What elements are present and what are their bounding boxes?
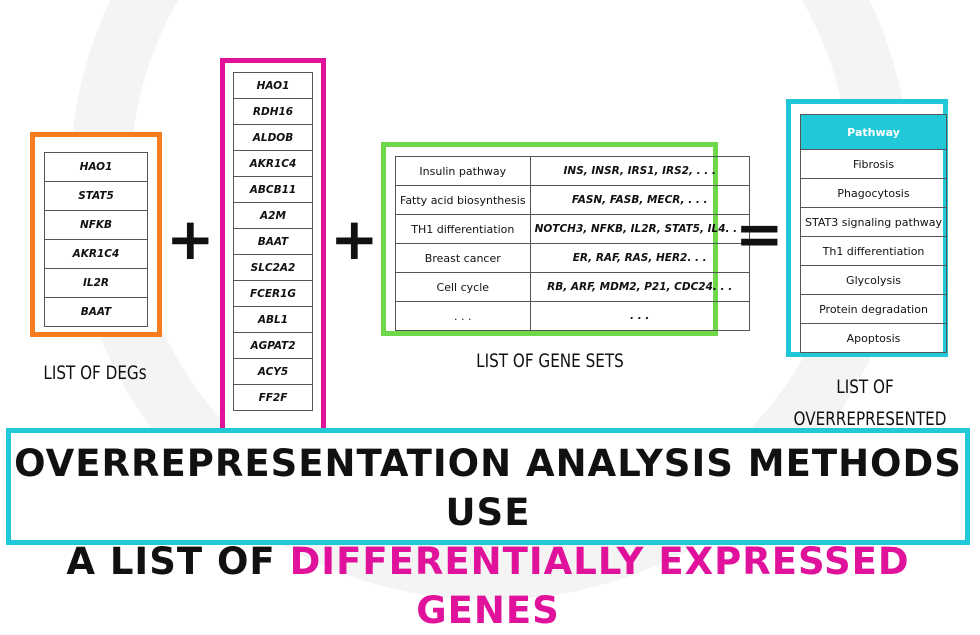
pathway-label-line1: LIST OF xyxy=(836,376,894,398)
table-cell: HAO1 xyxy=(233,72,313,99)
table-cell: . . . xyxy=(529,301,750,331)
table-row: STAT5 xyxy=(44,181,148,211)
table-row: Fibrosis xyxy=(799,149,948,179)
table-cell: Breast cancer xyxy=(395,243,531,273)
table-cell: FF2F xyxy=(233,384,313,411)
table-cell: IL2R xyxy=(44,268,148,298)
table-cell: TH1 differentiation xyxy=(395,214,531,244)
table-row: STAT3 signaling pathway xyxy=(799,207,948,237)
table-cell: HAO1 xyxy=(44,152,148,182)
table-row: AGPAT2 xyxy=(233,332,313,359)
table-row: FF2F xyxy=(233,384,313,411)
table-row: AKR1C4 xyxy=(44,239,148,269)
table-cell: STAT5 xyxy=(44,181,148,211)
table-cell: Apoptosis xyxy=(799,323,948,353)
table-row: SLC2A2 xyxy=(233,254,313,281)
equals-operator: = xyxy=(735,200,784,268)
table-cell: RDH16 xyxy=(233,98,313,125)
table-cell: ACY5 xyxy=(233,358,313,385)
table-cell: NOTCH3, NFKB, IL2R, STAT5, IL4. . . xyxy=(529,214,750,244)
table-row: BAAT xyxy=(233,228,313,255)
pathway-label-line2: OVERREPRESENTED xyxy=(793,408,947,430)
table-row: Glycolysis xyxy=(799,265,948,295)
banner-line2: A LIST OF DIFFERENTIALLY EXPRESSED GENES xyxy=(11,537,965,635)
table-cell: NFKB xyxy=(44,210,148,240)
table-cell: RB, ARF, MDM2, P21, CDC24. . . xyxy=(529,272,750,302)
deg-list-label: LIST OF DEGs xyxy=(43,362,147,384)
table-row: Apoptosis xyxy=(799,323,948,353)
gene-set-label: LIST OF GENE SETS xyxy=(476,350,624,372)
table-row: HAO1 xyxy=(233,72,313,99)
table-cell: AKR1C4 xyxy=(233,150,313,177)
plus-operator: + xyxy=(330,205,379,273)
table-cell: Insulin pathway xyxy=(395,156,531,186)
table-row: BAAT xyxy=(44,297,148,327)
table-row: ABL1 xyxy=(233,306,313,333)
table-row: Protein degradation xyxy=(799,294,948,324)
table-cell: AGPAT2 xyxy=(233,332,313,359)
table-row: A2M xyxy=(233,202,313,229)
banner-line1: OVERREPRESENTATION ANALYSIS METHODS USE xyxy=(14,442,962,534)
table-row: AKR1C4 xyxy=(233,150,313,177)
table-cell: BAAT xyxy=(44,297,148,327)
table-cell: Cell cycle xyxy=(395,272,531,302)
banner-line2-prefix: A LIST OF xyxy=(66,540,290,583)
table-cell: Fatty acid biosynthesis xyxy=(395,185,531,215)
table-row: IL2R xyxy=(44,268,148,298)
table-cell: . . . xyxy=(395,301,531,331)
table-row: FCER1G xyxy=(233,280,313,307)
table-cell: ER, RAF, RAS, HER2. . . xyxy=(529,243,750,273)
table-cell: Phagocytosis xyxy=(799,178,948,208)
table-cell: ABL1 xyxy=(233,306,313,333)
table-row: NFKB xyxy=(44,210,148,240)
table-cell: SLC2A2 xyxy=(233,254,313,281)
title-banner: OVERREPRESENTATION ANALYSIS METHODS USE … xyxy=(6,428,970,632)
table-row: Phagocytosis xyxy=(799,178,948,208)
table-cell: FCER1G xyxy=(233,280,313,307)
table-cell: FASN, FASB, MECR, . . . xyxy=(529,185,750,215)
table-row: HAO1 xyxy=(44,152,148,182)
plus-operator: + xyxy=(166,205,215,273)
table-cell: BAAT xyxy=(233,228,313,255)
table-cell: AKR1C4 xyxy=(44,239,148,269)
table-row: ACY5 xyxy=(233,358,313,385)
table-cell: Protein degradation xyxy=(799,294,948,324)
pathway-header: Pathway xyxy=(799,114,948,150)
table-cell: STAT3 signaling pathway xyxy=(799,207,948,237)
table-row: ABCB11 xyxy=(233,176,313,203)
table-row: Th1 differentiation xyxy=(799,236,948,266)
table-cell: Th1 differentiation xyxy=(799,236,948,266)
table-cell: Glycolysis xyxy=(799,265,948,295)
table-cell: ALDOB xyxy=(233,124,313,151)
table-cell: ABCB11 xyxy=(233,176,313,203)
table-row: RDH16 xyxy=(233,98,313,125)
table-cell: Fibrosis xyxy=(799,149,948,179)
table-row: ALDOB xyxy=(233,124,313,151)
banner-highlight: DIFFERENTIALLY EXPRESSED GENES xyxy=(289,540,910,632)
table-row: . . .. . . xyxy=(395,301,750,331)
table-cell: INS, INSR, IRS1, IRS2, . . . xyxy=(529,156,750,186)
table-cell: A2M xyxy=(233,202,313,229)
